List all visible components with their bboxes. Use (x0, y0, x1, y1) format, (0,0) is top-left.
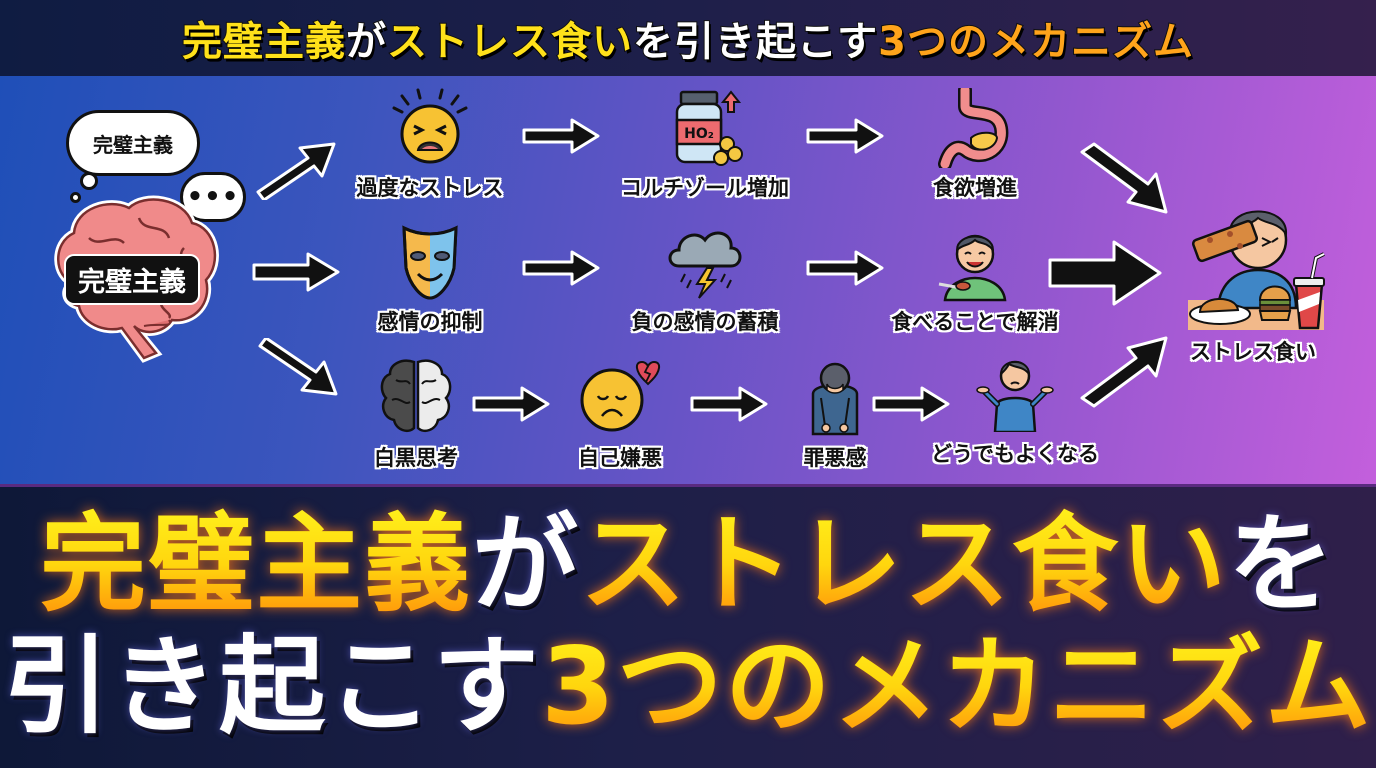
stomach-icon (938, 88, 1009, 168)
title-part-perfectionism: 完璧主義 (181, 18, 346, 66)
title-part-cause: を引き起こす (632, 18, 879, 66)
result-label: ストレス食い (1190, 340, 1316, 364)
step-cortisol-increase: HO₂ コルチゾール増加 (590, 88, 820, 202)
binge-eating-person-icon (1188, 210, 1325, 330)
title-part-ga: が (345, 18, 387, 66)
arrow-brain-to-path1 (256, 142, 336, 200)
arrow-row3-1 (472, 386, 550, 422)
title-part-three-mechanisms: 3つのメカニズム (877, 18, 1195, 66)
headline-line-2: 引き起こす3つのメカニズム (0, 634, 1376, 740)
headline-line-1: 完璧主義がストレス食いを (0, 512, 1376, 618)
split-brain-icon (380, 359, 452, 432)
thought-bubble-text: 完璧主義 (93, 132, 173, 157)
step-label: 白黒思考 (374, 446, 458, 470)
headline-stress-eating: ストレス食い (580, 503, 1228, 626)
storm-cloud-icon (668, 231, 742, 299)
mask-icon (402, 225, 458, 300)
headline-three-mechanisms: 3つのメカニズム (541, 625, 1373, 748)
arrow-row3-3 (872, 386, 950, 422)
step-label: 罪悪感 (803, 446, 867, 470)
stressed-face-icon (392, 88, 468, 164)
arrow-brain-to-path3 (258, 338, 338, 396)
top-banner: 完璧主義がストレス食いを引き起こす3つのメカニズム (0, 0, 1376, 76)
title-part-stress-eating: ストレス食い (386, 18, 633, 66)
headline-wo: を (1228, 503, 1336, 626)
step-label: 過度なストレス (356, 176, 504, 200)
sad-face-broken-heart-icon (580, 360, 660, 432)
step-increased-appetite: 食欲増進 (880, 88, 1070, 202)
step-eating-relief: 食べることで解消 (870, 222, 1080, 336)
step-dont-care: どうでもよくなる (910, 352, 1120, 468)
step-excessive-stress: 過度なストレス (330, 88, 530, 202)
arrow-row2-to-result (1048, 240, 1162, 306)
arrow-row3-2 (690, 386, 768, 422)
arrow-row1-1 (522, 118, 600, 154)
arrow-row1-2 (806, 118, 884, 154)
bottle-label: HO₂ (684, 126, 714, 142)
step-label: 負の感情の蓄積 (631, 310, 779, 334)
thought-bubble: 完璧主義 (66, 110, 200, 176)
speech-bubble-text: ••• (186, 182, 240, 212)
headline-ga: が (472, 503, 580, 626)
arrow-row2-1 (522, 250, 600, 286)
arrow-row1-to-result (1080, 142, 1168, 214)
step-label: 食欲増進 (933, 176, 1017, 200)
shrugging-person-icon (976, 360, 1054, 432)
step-label: どうでもよくなる (931, 442, 1099, 466)
step-negative-emotion-buildup: 負の感情の蓄積 (590, 222, 820, 336)
arrow-row3-to-result (1080, 336, 1168, 408)
headline-cause: 引き起こす (3, 625, 542, 748)
step-self-loathing: 自己嫌悪 (550, 356, 690, 472)
eating-person-icon (938, 234, 1007, 302)
bowing-person-icon (811, 362, 859, 436)
headline-perfectionism: 完璧主義 (40, 503, 472, 626)
arrow-brain-to-path2 (252, 252, 340, 292)
result-stress-eating: ストレス食い (1168, 188, 1338, 366)
step-label: 食べることで解消 (891, 310, 1059, 334)
brain-label: 完璧主義 (64, 254, 200, 305)
step-label: コルチゾール増加 (621, 176, 789, 200)
cortisol-bottle-icon: HO₂ (675, 90, 743, 166)
arrow-row2-2 (806, 250, 884, 286)
thought-dot-small (70, 192, 81, 203)
step-black-white-thinking: 白黒思考 (346, 356, 486, 472)
step-guilt: 罪悪感 (770, 356, 900, 472)
thought-dot-large (80, 172, 98, 190)
step-emotional-suppression: 感情の抑制 (330, 222, 530, 336)
step-label: 自己嫌悪 (578, 446, 662, 470)
top-title: 完璧主義がストレス食いを引き起こす3つのメカニズム (181, 9, 1195, 67)
step-label: 感情の抑制 (377, 310, 483, 334)
